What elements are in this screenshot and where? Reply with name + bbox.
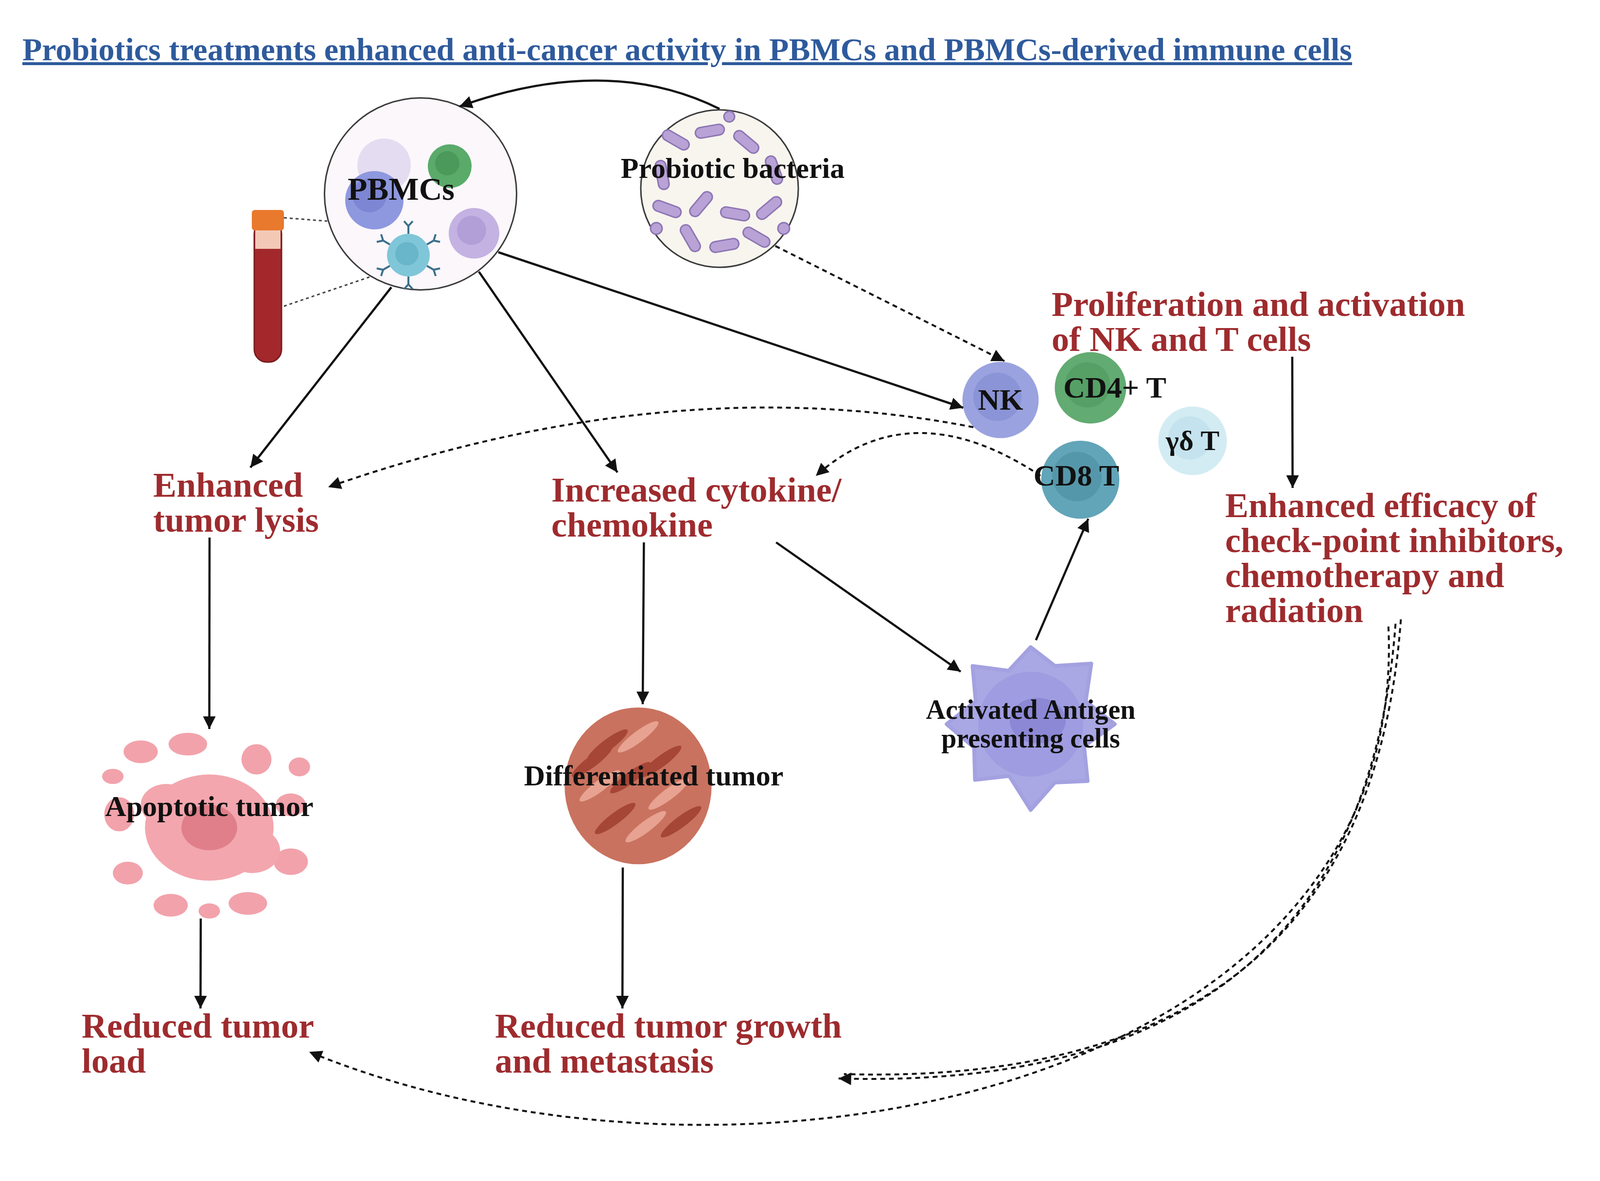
bacteria-circle-shape	[639, 108, 800, 269]
diagram-title: Probiotics treatments enhanced anti-canc…	[22, 31, 1353, 69]
differentiated-tumor: Differentiated tumor	[561, 704, 715, 868]
apoptotic-body	[123, 740, 159, 764]
circle-outline	[640, 109, 799, 268]
node-label: Differentiated tumor	[524, 760, 784, 792]
tube-plasma	[255, 228, 281, 249]
result-text: Reduced tumor load	[81, 1008, 335, 1079]
arrow	[199, 918, 202, 1009]
blood-tube	[251, 210, 284, 363]
apoptotic-tumor: Apoptotic tumor	[102, 729, 317, 919]
node-label: Activated Antigen presenting cells	[904, 695, 1158, 754]
nk-cell: NK	[961, 361, 1040, 440]
dashed-arrow	[838, 623, 1396, 1080]
dashed-arrow	[815, 433, 1041, 476]
result-text: Reduced tumor growth and metastasis	[494, 1008, 865, 1079]
arrow	[642, 542, 644, 705]
node-label: CD8 T	[1033, 459, 1120, 492]
apc-cell: Activated Antigen presenting cells	[943, 636, 1119, 812]
apoptotic-body	[112, 861, 143, 885]
dashed-arrow	[309, 626, 1390, 1126]
arrow	[208, 537, 211, 730]
apoptotic-body	[168, 733, 208, 757]
arrow	[1291, 356, 1294, 489]
cell-body	[962, 362, 1039, 439]
apoptotic-tumor-shape	[102, 729, 317, 919]
arrow	[775, 542, 961, 672]
node-label: γδ T	[1165, 426, 1220, 457]
arrow	[459, 80, 720, 109]
red-label: Reduced tumor load	[81, 1008, 335, 1079]
tube-body	[254, 221, 282, 363]
red-label: Increased cytokine/ chemokine	[551, 472, 882, 543]
pbmc-circle: PBMCs	[323, 96, 518, 292]
arrow	[498, 252, 964, 408]
result-text: Enhanced tumor lysis	[153, 467, 348, 538]
red-label: Enhanced efficacy of check-point inhibit…	[1225, 488, 1581, 629]
tube-cap	[251, 210, 284, 231]
red-label: Reduced tumor growth and metastasis	[494, 1008, 865, 1079]
arrow	[478, 271, 618, 473]
connector-double	[843, 619, 1402, 1075]
apoptotic-body	[102, 769, 124, 785]
arrow	[621, 867, 624, 1009]
cell-body	[1158, 406, 1227, 475]
apoptotic-body	[228, 892, 267, 915]
apoptotic-body	[241, 744, 272, 775]
apoptotic-body	[288, 757, 311, 777]
gd-t-cell: γδ T	[1157, 405, 1228, 476]
dashed-arrow	[775, 246, 1005, 362]
bacteria-circle: Probiotic bacteria	[639, 108, 800, 269]
node-label: NK	[978, 384, 1024, 416]
circle-outline	[324, 97, 517, 290]
red-label: Proliferation and activation of NK and T…	[1051, 286, 1490, 357]
arrow	[1036, 518, 1089, 641]
result-text: Enhanced efficacy of check-point inhibit…	[1225, 488, 1581, 629]
arrow	[250, 287, 392, 468]
zoom-line	[283, 277, 370, 307]
node-label: Apoptotic tumor	[105, 791, 314, 823]
apoptotic-body	[153, 894, 189, 917]
cell-stripe	[615, 717, 662, 757]
cell-stripe	[622, 807, 669, 847]
cd4-cell: CD4+ T	[1054, 351, 1127, 425]
result-text: Proliferation and activation of NK and T…	[1051, 286, 1490, 357]
zoom-line	[283, 217, 328, 222]
node-label: CD4+ T	[1063, 371, 1167, 404]
node-label: PBMCs	[347, 172, 455, 206]
red-label: Enhanced tumor lysis	[153, 467, 348, 538]
result-text: Increased cytokine/ chemokine	[551, 472, 882, 543]
node-label: Probiotic bacteria	[620, 153, 845, 184]
cd8-cell: CD8 T	[1040, 439, 1121, 520]
apoptotic-body	[198, 903, 220, 919]
cell-stripe	[657, 802, 704, 842]
